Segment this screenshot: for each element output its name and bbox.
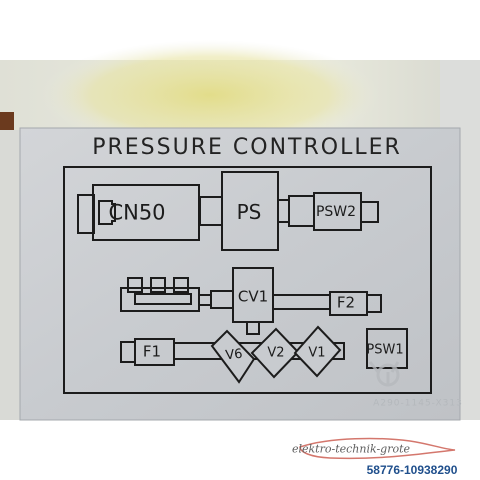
cn50-label: CN50 [108, 200, 166, 225]
part-code: A290-1145-X313 [373, 398, 463, 409]
cv1-riser [246, 321, 260, 335]
f2-label: F2 [336, 293, 356, 312]
v6-label: V6 [224, 346, 244, 364]
yellow-residue [40, 40, 380, 150]
watermark-swoosh [299, 437, 456, 460]
embossed-mark [368, 361, 400, 387]
psw2-end [360, 201, 379, 223]
schematic-frame [63, 166, 432, 394]
v2-label: V2 [267, 345, 285, 361]
watermark-brand: elektro-technik-grote [291, 442, 411, 456]
left-housing [0, 130, 20, 420]
v1-label: V1 [308, 345, 326, 361]
psw2-label: PSW2 [315, 204, 357, 220]
f2-end [366, 294, 382, 313]
psw1-label: PSW1 [366, 342, 404, 358]
bottom-white-border [0, 420, 480, 480]
valve-v1 [293, 325, 342, 378]
label-title: PRESSURE CONTROLLER [92, 135, 402, 160]
valve-v6 [210, 329, 256, 384]
cable-strip [0, 112, 14, 132]
psw1-box [366, 328, 408, 369]
f1-label: F1 [142, 342, 162, 361]
ps-label: PS [236, 200, 262, 224]
watermark-item-code: 58776-10938290 [366, 463, 458, 477]
cv1-label: CV1 [237, 287, 269, 306]
